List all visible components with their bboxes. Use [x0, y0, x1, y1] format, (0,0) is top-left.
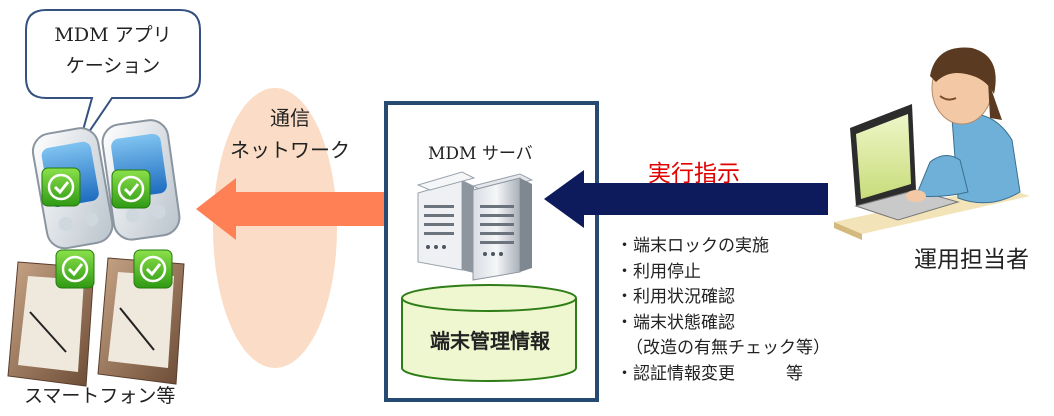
bubble-label-line1: MDM アプリ [54, 24, 172, 46]
bubble-label-line2: ケーション [65, 55, 161, 77]
operation-item: ・端末ロックの実施 [616, 236, 769, 256]
operation-item: ・利用状況確認 [616, 287, 735, 307]
operation-item: ・認証情報変更 等 [616, 363, 803, 384]
bubble-label: MDM アプリ ケーション [38, 20, 188, 82]
database-icon [401, 284, 577, 382]
operator-label: 運用担当者 [914, 247, 1029, 273]
operator-at-laptop-icon [834, 47, 1030, 240]
checkmark-icon [41, 167, 81, 207]
speech-bubble [25, 9, 201, 149]
operation-item: （改造の有無チェック等） [626, 338, 830, 358]
tablet-icon [97, 257, 185, 385]
tablet-icon [7, 261, 95, 387]
command-arrow [544, 170, 828, 228]
server-label: MDM サーバ [428, 144, 533, 164]
network-label-line2: ネットワーク [230, 138, 350, 162]
checkmark-icon [55, 249, 95, 289]
network-arrow [196, 178, 398, 240]
server-rack-icon [416, 171, 534, 281]
checkmark-icon [111, 169, 151, 209]
operation-item: ・端末状態確認 [616, 312, 735, 333]
network-label-line1: 通信 [270, 106, 310, 130]
operation-item: ・利用停止 [616, 261, 701, 282]
network-label: 通信 ネットワーク [220, 102, 360, 166]
network-cloud [213, 88, 337, 368]
database-label: 端末管理情報 [430, 329, 550, 353]
operations-list: ・端末ロックの実施 ・利用停止 ・利用状況確認 ・端末状態確認 （改造の有無チェ… [616, 234, 830, 387]
checkmark-icon [133, 249, 173, 289]
command-label: 実行指示 [648, 161, 740, 187]
devices-label: スマートフォン等 [24, 385, 176, 407]
